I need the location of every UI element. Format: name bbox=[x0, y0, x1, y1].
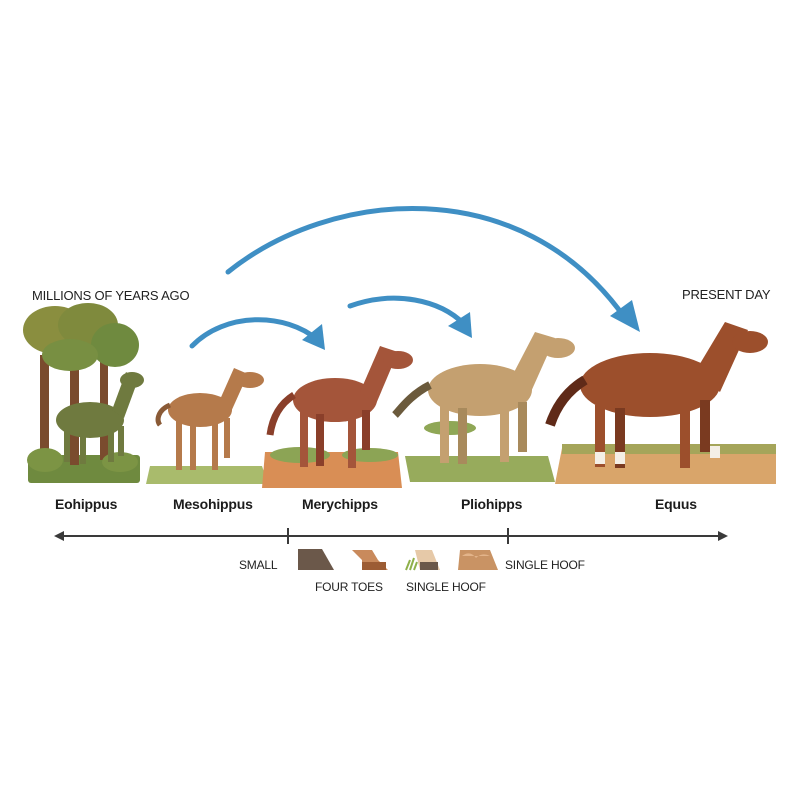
merychipps-figure bbox=[266, 346, 413, 468]
species-label-pliohipps: Pliohipps bbox=[461, 496, 523, 512]
legend-single-hoof-upper: SINGLE HOOF bbox=[505, 558, 585, 572]
legend-single-hoof-lower: SINGLE HOOF bbox=[406, 580, 486, 594]
species-label-merychipps: Merychipps bbox=[302, 496, 378, 512]
equus-figure bbox=[545, 322, 768, 468]
past-label: MILLIONS OF YEARS AGO bbox=[32, 288, 190, 303]
legend-small: SMALL bbox=[239, 558, 278, 572]
species-label-eohippus: Eohippus bbox=[55, 496, 118, 512]
pliohipps-figure bbox=[392, 332, 575, 464]
eohippus-figure bbox=[56, 372, 144, 464]
legend-four-toes: FOUR TOES bbox=[315, 580, 383, 594]
species-label-equus: Equus bbox=[655, 496, 697, 512]
foot-icon-small bbox=[298, 549, 334, 570]
present-label: PRESENT DAY bbox=[682, 287, 771, 302]
foot-icon-hoof bbox=[458, 550, 498, 570]
foot-icon-four-toes bbox=[352, 550, 388, 570]
foot-icon-single-hoof bbox=[405, 550, 440, 571]
mesohippus-figure bbox=[155, 368, 264, 470]
species-label-mesohippus: Mesohippus bbox=[173, 496, 253, 512]
